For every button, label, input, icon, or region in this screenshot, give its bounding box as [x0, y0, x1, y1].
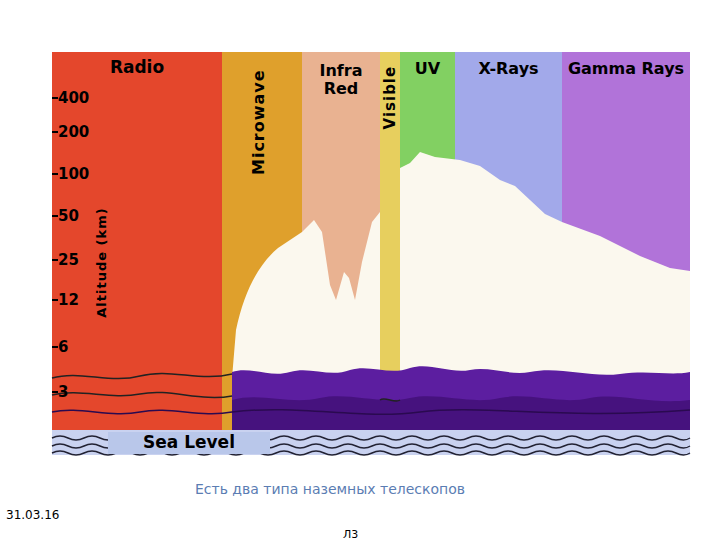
band-label: Microwave	[250, 69, 268, 175]
terrain-line	[380, 399, 400, 401]
altitude-value: 400	[58, 89, 89, 107]
caption: Есть два типа наземных телескопов	[120, 481, 540, 497]
terrain-line	[52, 392, 232, 397]
band-label: Sea Level	[114, 433, 264, 453]
axis-ticks	[52, 98, 58, 392]
date: 31.03.16	[6, 508, 59, 522]
band-label: UV	[408, 60, 448, 78]
altitude-value: 100	[58, 165, 89, 183]
band-label: Radio	[62, 58, 212, 78]
band-label: Infra Red	[309, 62, 373, 99]
terrain	[232, 366, 690, 430]
terrain-line	[52, 410, 690, 415]
band-label: Gamma Rays	[567, 60, 685, 78]
slide-number: Л3	[343, 528, 358, 540]
altitude-value: 3	[58, 383, 68, 401]
band-label: X-Rays	[464, 60, 554, 78]
altitude-value: 12	[58, 291, 79, 309]
altitude-value: 200	[58, 123, 89, 141]
radio-band: Radio	[52, 52, 222, 430]
transparency-curve	[400, 152, 690, 378]
altitude-value: 6	[58, 338, 68, 356]
water	[52, 430, 690, 455]
axis-title: Altitude (km)	[93, 207, 108, 317]
sea-level-bar: Sea Level	[108, 432, 270, 454]
terrain-line	[52, 373, 232, 378]
altitude-value: 50	[58, 207, 79, 225]
transparency-curve	[232, 212, 380, 378]
altitude-value: 25	[58, 251, 79, 269]
band-label: Visible	[382, 66, 399, 130]
